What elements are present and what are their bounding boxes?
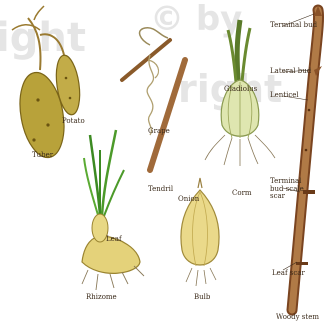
label-corm: Corm xyxy=(232,190,252,197)
label-onion: Onion xyxy=(178,196,199,203)
label-grape: Grape xyxy=(148,128,170,135)
rhizome xyxy=(82,130,144,290)
label-lateral-bud: Lateral bud xyxy=(270,68,311,75)
label-tuber: Tuber xyxy=(32,152,53,159)
label-lenticel: Lenticel xyxy=(270,92,299,99)
label-terminal-bud: Terminal bud xyxy=(270,22,317,29)
label-leaf-scar: Leaf scar xyxy=(272,270,305,277)
label-rhizome: Rhizome xyxy=(86,294,117,301)
potato-tuber xyxy=(12,6,83,161)
label-terminal-bud-scale-scar: Terminal bud scale scar xyxy=(270,178,304,201)
label-potato: Potato xyxy=(62,118,85,125)
grape-tendril xyxy=(122,28,185,170)
label-bulb: Bulb xyxy=(194,294,210,301)
label-leaf: Leaf xyxy=(106,236,122,243)
gladiolus-corm xyxy=(205,20,275,166)
label-woody-stem: Woody stem xyxy=(276,314,319,321)
woody-stem xyxy=(283,6,322,310)
label-gladiolus: Gladiolus xyxy=(224,86,257,93)
label-tendril: Tendril xyxy=(148,186,173,193)
